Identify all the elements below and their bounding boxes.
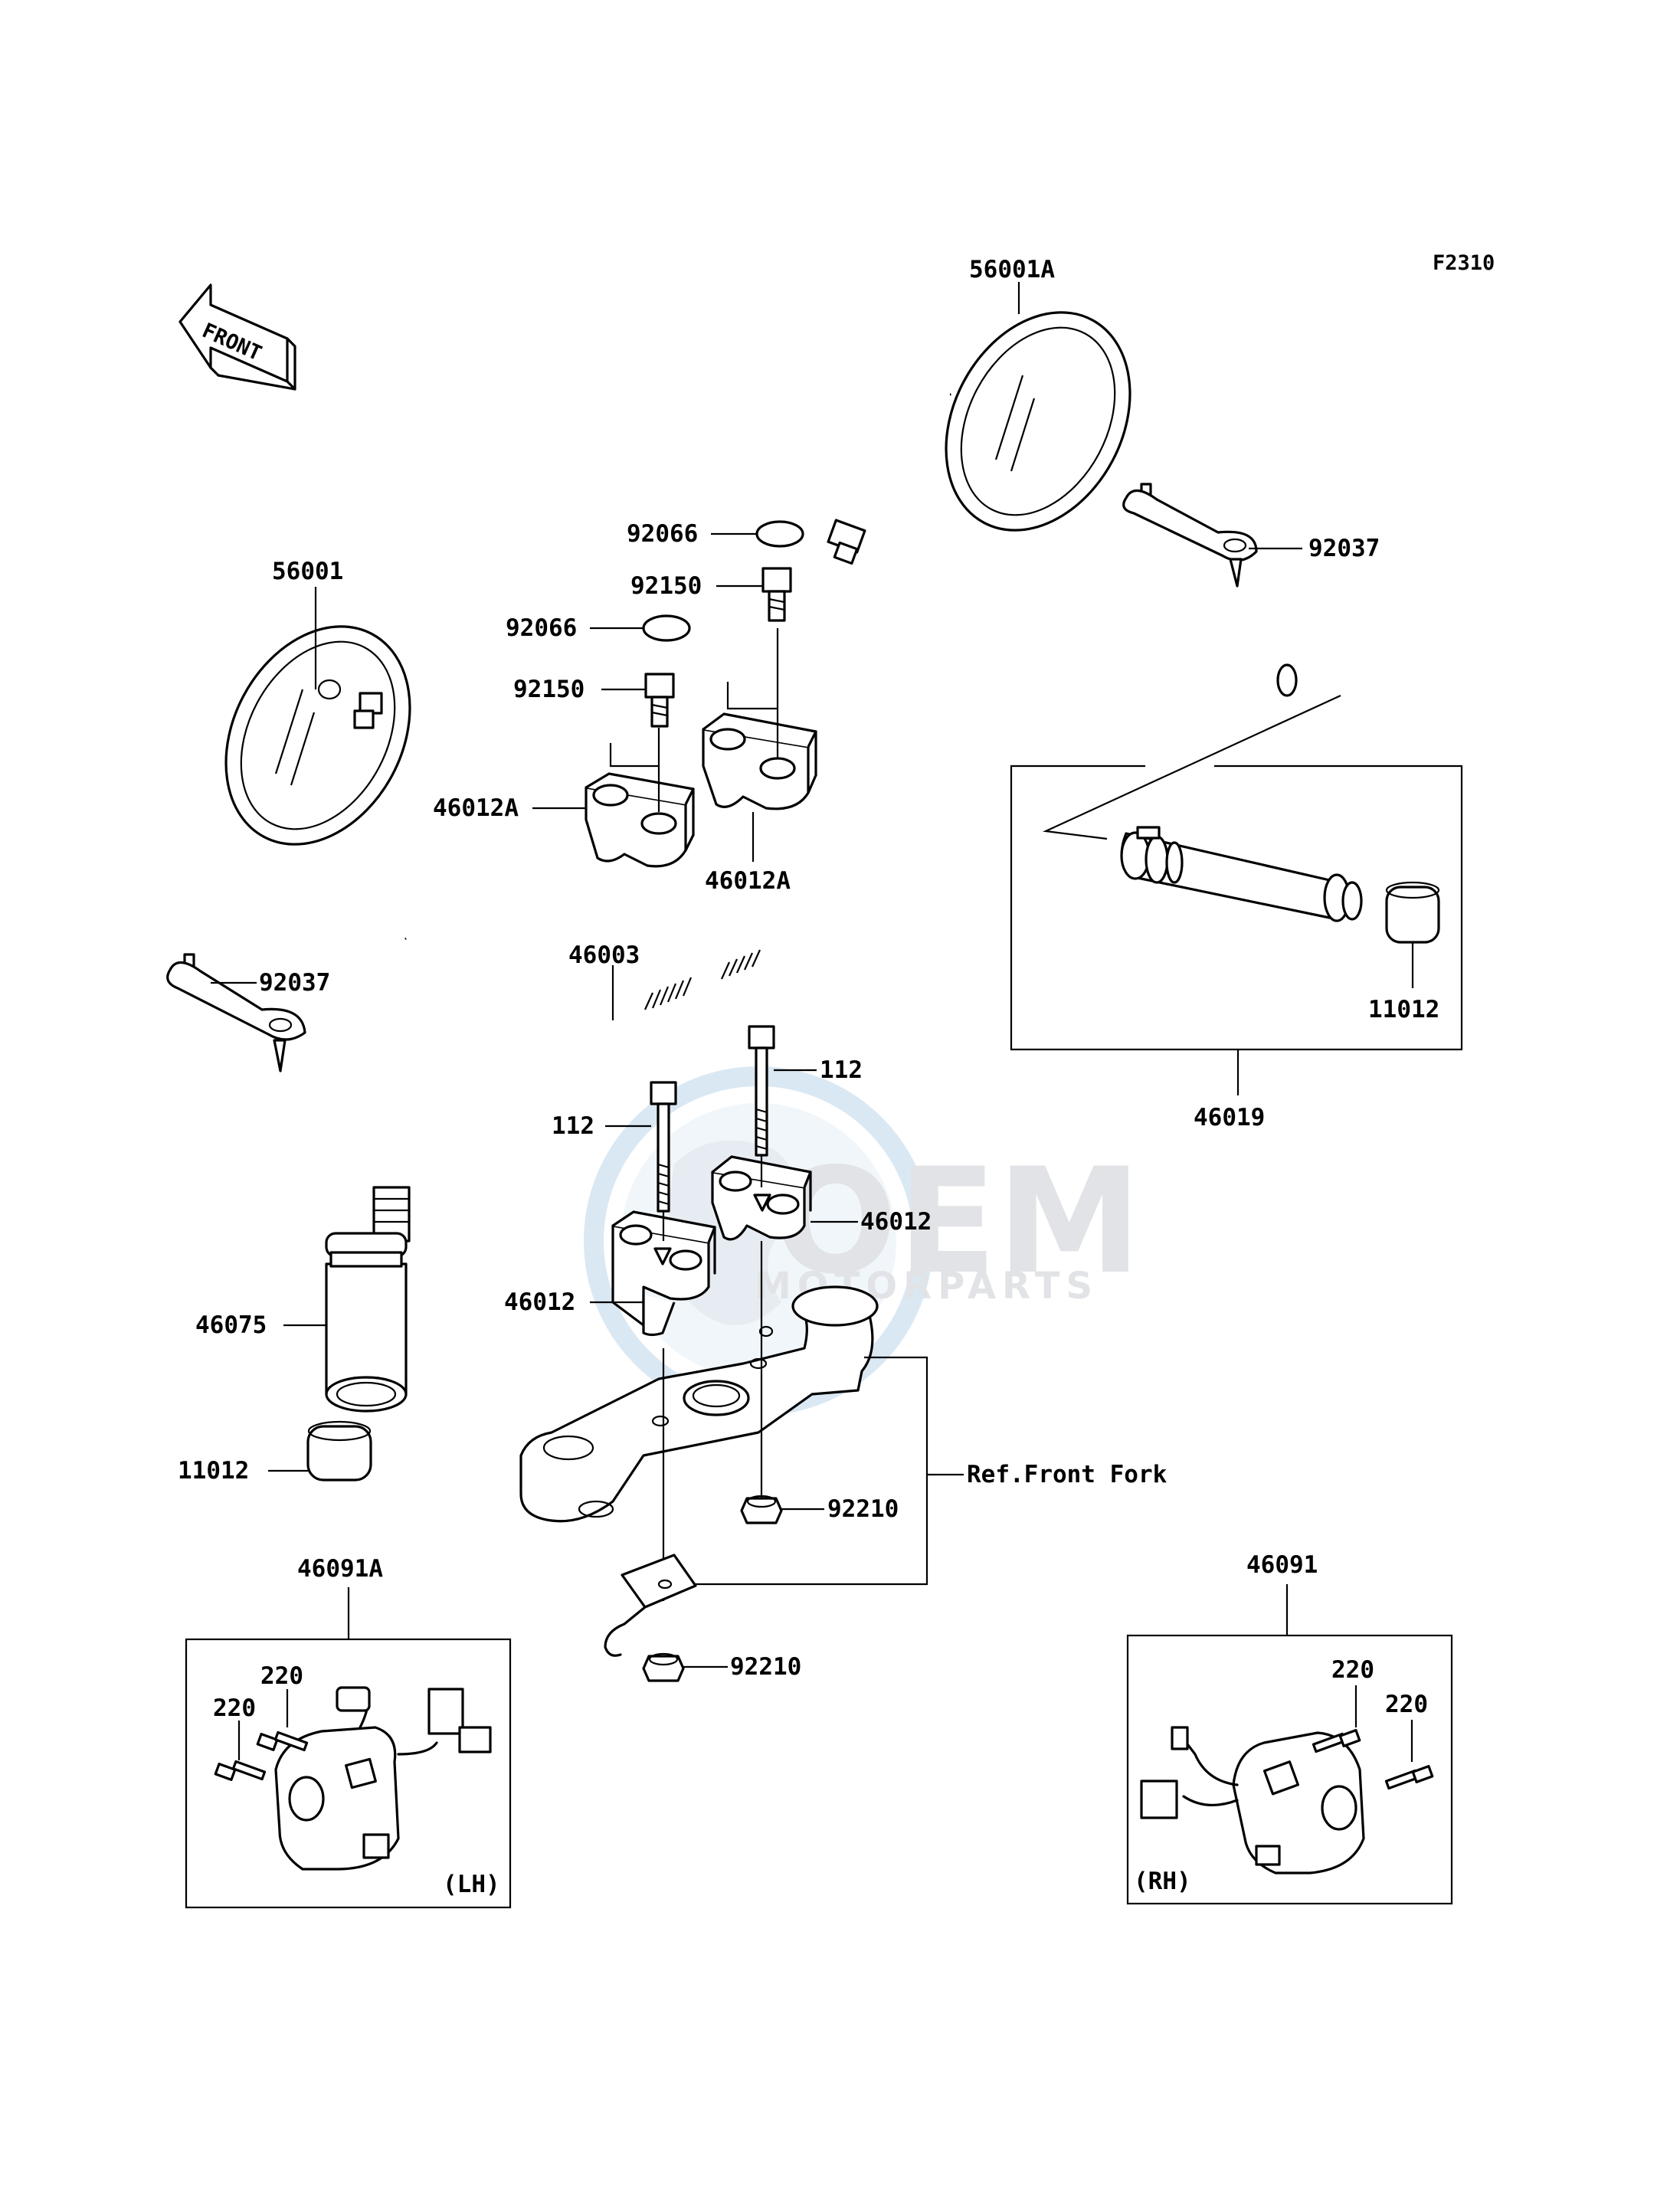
rh-tag: (RH) bbox=[1134, 1868, 1191, 1895]
label-46012-right: 46012 bbox=[860, 1208, 932, 1236]
label-112-left: 112 bbox=[552, 1112, 594, 1140]
switch-box-lh bbox=[185, 1638, 512, 1909]
nut-bottom-icon bbox=[642, 1652, 685, 1682]
label-46012-left: 46012 bbox=[504, 1288, 575, 1316]
screw-220-lh-a-icon bbox=[256, 1730, 309, 1752]
label-92210-top: 92210 bbox=[827, 1495, 899, 1523]
label-11012-left: 11012 bbox=[178, 1457, 249, 1485]
label-46019: 46019 bbox=[1194, 1104, 1265, 1131]
screw-220-lh-b-icon bbox=[214, 1760, 267, 1781]
label-220-lh-b: 220 bbox=[213, 1694, 256, 1722]
bolt-mid-icon bbox=[644, 673, 675, 728]
figure-code: F2310 bbox=[1433, 251, 1495, 275]
handlebar-end-left bbox=[372, 1186, 411, 1243]
balancer-left-icon bbox=[166, 953, 306, 1072]
steering-stem-icon bbox=[519, 1285, 879, 1523]
bolt-top-icon bbox=[761, 567, 792, 622]
label-92037-left: 92037 bbox=[259, 969, 330, 997]
balancer-right-icon bbox=[1122, 483, 1258, 588]
left-switch-icon bbox=[274, 1686, 492, 1871]
label-92066-mid: 92066 bbox=[506, 614, 577, 642]
mirror-right-icon bbox=[827, 311, 1131, 565]
label-220-rh-b: 220 bbox=[1385, 1691, 1428, 1718]
front-arrow-icon: FRONT bbox=[178, 283, 296, 391]
holder-left-icon bbox=[611, 1210, 716, 1337]
nut-top-icon bbox=[740, 1495, 783, 1524]
clamp-upper-right-icon bbox=[702, 712, 817, 810]
bolt-112-left-icon bbox=[650, 1081, 677, 1213]
label-92150-top: 92150 bbox=[630, 572, 702, 600]
screw-220-rh-b-icon bbox=[1384, 1765, 1434, 1790]
right-switch-icon bbox=[1140, 1726, 1365, 1874]
label-112-right: 112 bbox=[820, 1056, 863, 1084]
lh-tag: (LH) bbox=[443, 1871, 500, 1898]
label-92210-bottom: 92210 bbox=[730, 1653, 801, 1681]
switch-box-rh bbox=[1126, 1634, 1453, 1905]
mirror-left-icon bbox=[224, 625, 411, 846]
cap-mid-icon bbox=[642, 614, 691, 642]
screw-220-rh-a-icon bbox=[1312, 1729, 1361, 1753]
label-56001: 56001 bbox=[272, 558, 343, 585]
throttle-grip-icon bbox=[1120, 826, 1363, 922]
bolt-112-right-icon bbox=[748, 1025, 775, 1157]
cap-top-icon bbox=[755, 520, 804, 548]
label-56001A: 56001A bbox=[969, 256, 1055, 283]
label-92066-top: 92066 bbox=[627, 520, 698, 548]
grip-left-icon bbox=[325, 1232, 408, 1413]
label-92150-mid: 92150 bbox=[513, 676, 585, 703]
handlebar-icon bbox=[372, 595, 1298, 1243]
label-46091A: 46091A bbox=[297, 1555, 383, 1583]
label-46012A-left: 46012A bbox=[433, 794, 519, 822]
label-ref-front-fork: Ref.Front Fork bbox=[967, 1461, 1167, 1488]
label-220-rh-a: 220 bbox=[1331, 1656, 1374, 1684]
label-92037-right: 92037 bbox=[1308, 535, 1380, 562]
bracket-icon bbox=[604, 1554, 697, 1657]
label-11012-right: 11012 bbox=[1368, 996, 1439, 1023]
label-46003: 46003 bbox=[568, 941, 640, 969]
clamp-upper-left-icon bbox=[585, 772, 695, 868]
label-220-lh-a: 220 bbox=[260, 1662, 303, 1690]
label-46091: 46091 bbox=[1246, 1551, 1318, 1579]
bar-end-cap-right-icon bbox=[1385, 881, 1440, 944]
label-46012A-right: 46012A bbox=[705, 867, 791, 895]
bar-end-cap-left-icon bbox=[306, 1420, 372, 1482]
label-46075: 46075 bbox=[195, 1311, 267, 1339]
